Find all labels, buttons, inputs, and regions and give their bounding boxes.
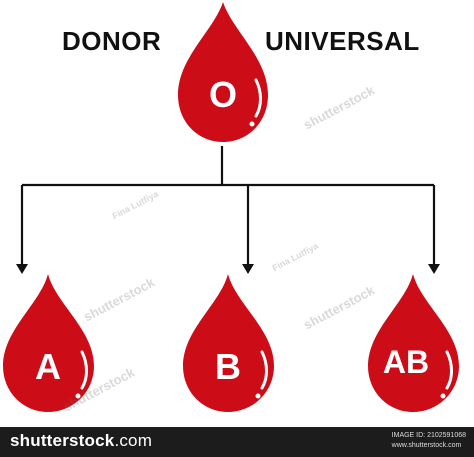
site-url[interactable]: www.shutterstock.com	[391, 442, 462, 449]
logo-main: shutterstock	[10, 431, 115, 450]
drop-label-b: B	[215, 346, 241, 387]
logo-suffix: .com	[114, 431, 153, 450]
blood-drop-a-icon	[3, 274, 94, 412]
drop-label-a: A	[35, 346, 61, 387]
drop-label-ab: AB	[382, 344, 430, 380]
arrowhead-ab	[428, 264, 440, 274]
diagram-graphics	[3, 2, 459, 412]
arrowhead-a	[16, 264, 28, 274]
title-donor: DONOR	[62, 26, 162, 56]
shutterstock-logo[interactable]: shutterstock.com	[10, 431, 152, 451]
footer-meta: IMAGE ID: 2102591068 www.shutterstock.co…	[392, 431, 466, 451]
drop-label-o: O	[208, 74, 237, 115]
blood-drop-b-icon	[183, 274, 274, 412]
blood-drop-ab-icon	[368, 274, 459, 412]
image-id: IMAGE ID: 2102591068	[391, 432, 466, 439]
blood-drop-o-icon	[178, 2, 268, 142]
title-universal: UNIVERSAL	[265, 26, 420, 56]
arrowhead-b	[242, 264, 254, 274]
footer-bar: shutterstock.com IMAGE ID: 2102591068 ww…	[0, 427, 474, 457]
